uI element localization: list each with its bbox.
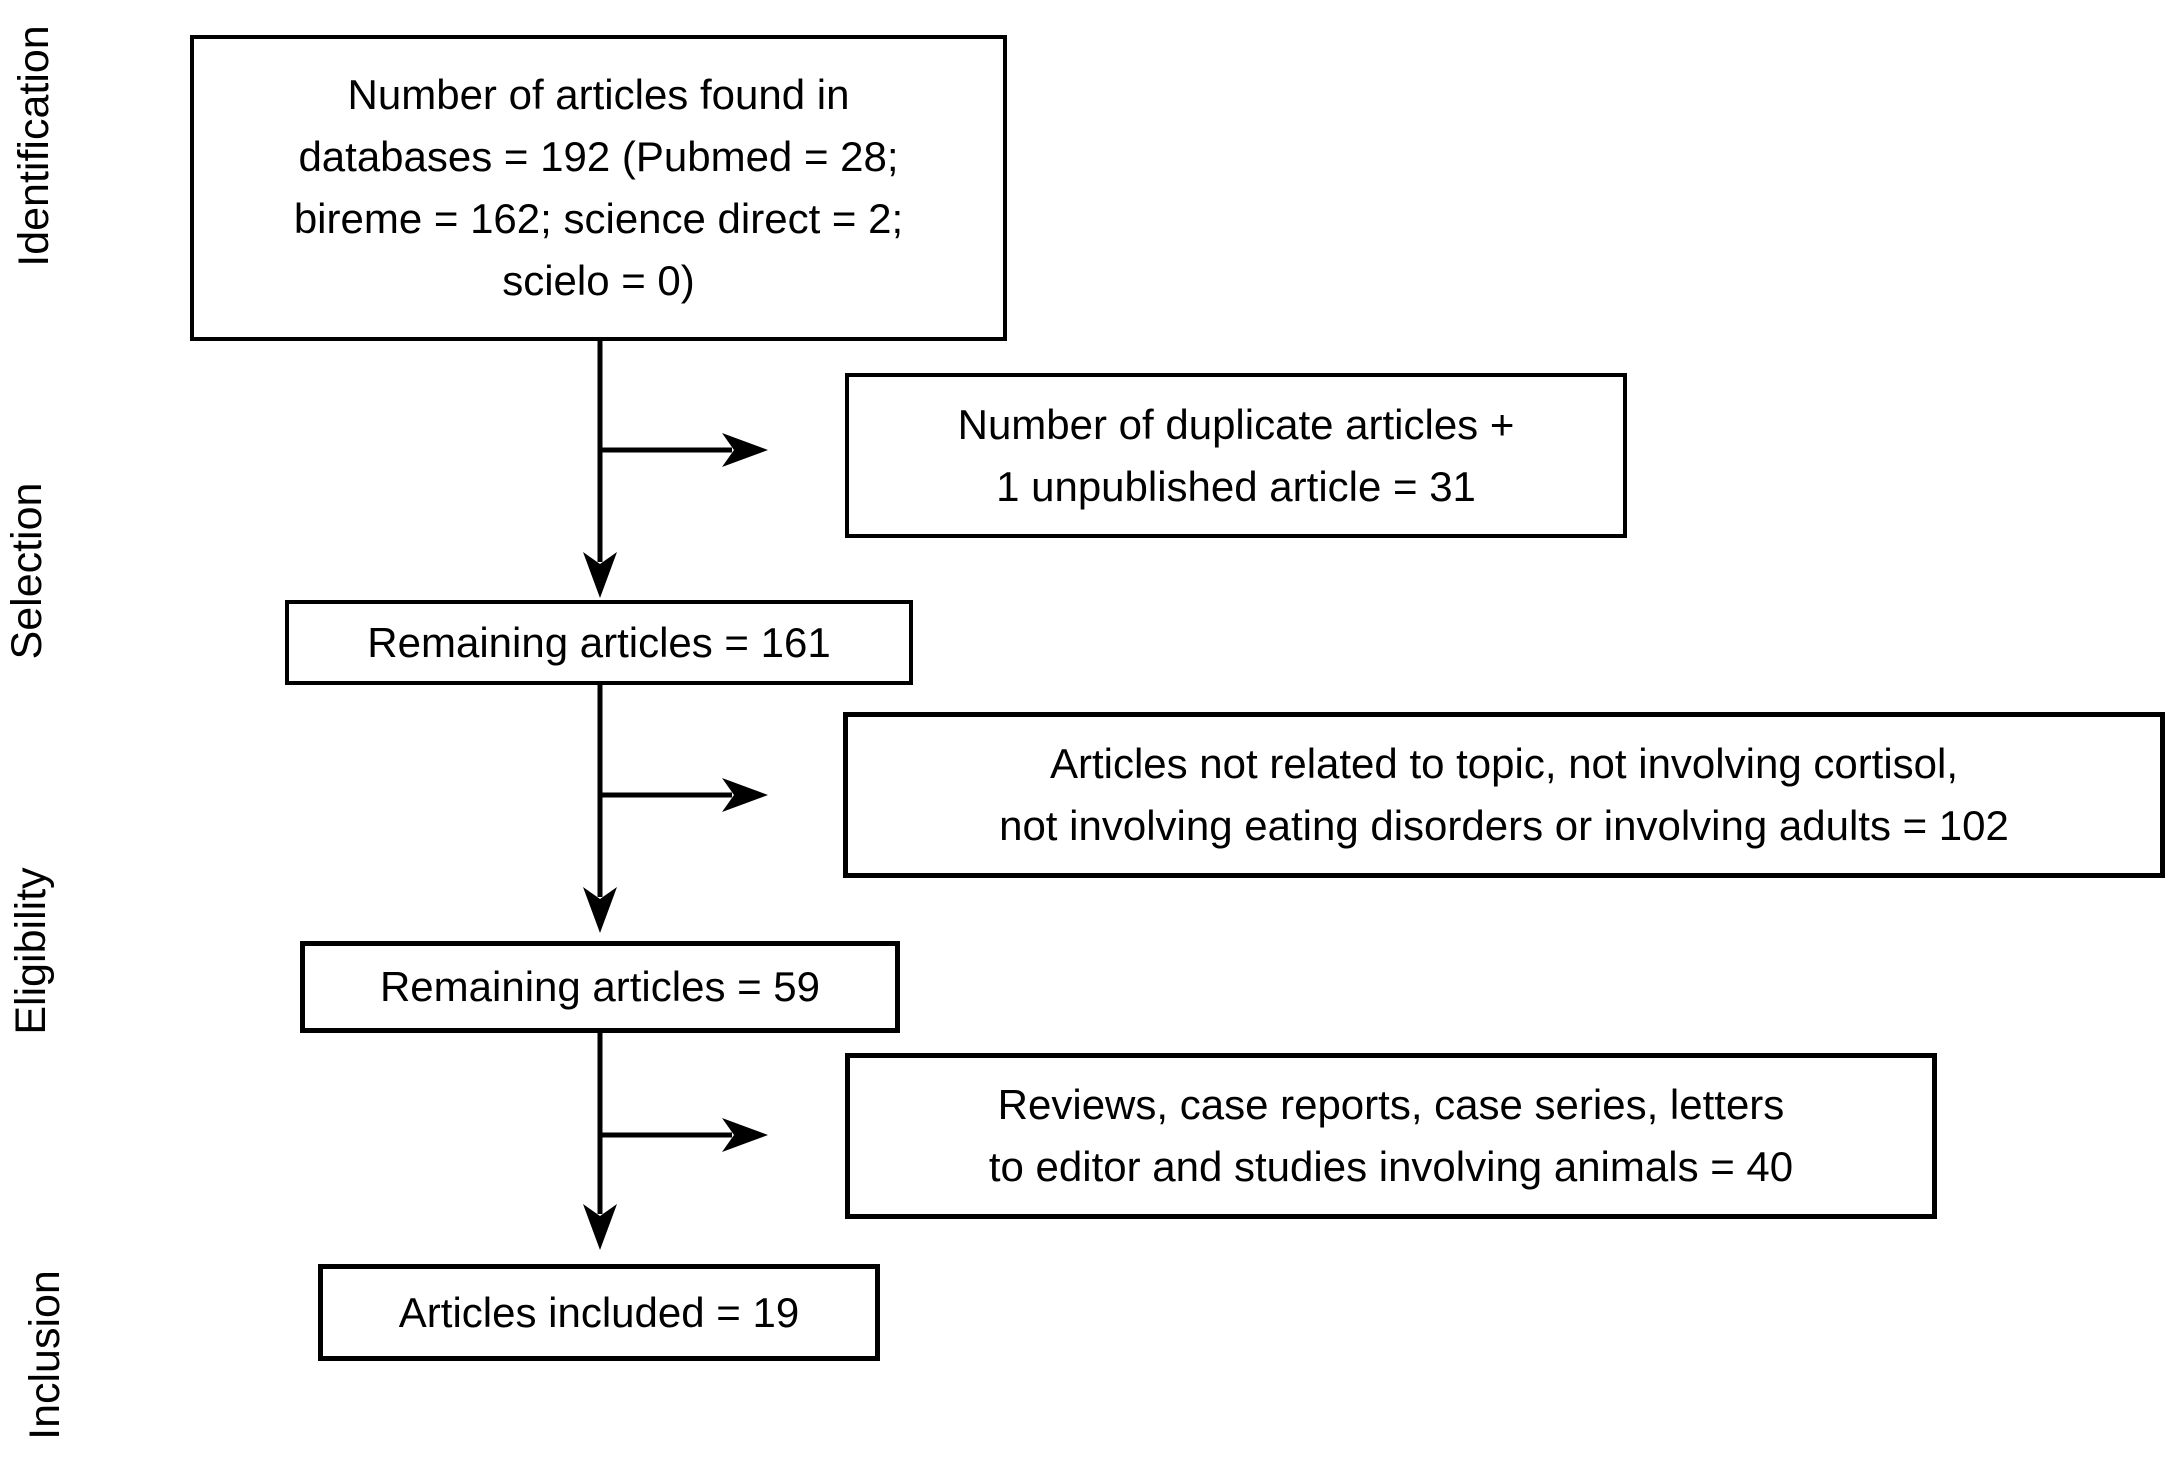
stage-label-inclusion: Inclusion — [21, 1270, 69, 1440]
arrow-found-to-remaining161-head — [583, 552, 617, 598]
arrow-remaining59-to-included-head — [583, 1204, 617, 1250]
stage-label-selection: Selection — [3, 482, 51, 660]
stage-label-identification: Identification — [10, 25, 58, 267]
box-articles-found: Number of articles found in databases = … — [190, 35, 1007, 341]
arrow-branch-duplicates-head — [722, 433, 768, 467]
box-articles-included: Articles included = 19 — [318, 1264, 880, 1361]
stage-label-eligibility: Eligibility — [7, 867, 55, 1035]
arrow-remaining161-to-remaining59-head — [583, 887, 617, 933]
box-remaining-after-eligibility: Remaining articles = 59 — [300, 941, 900, 1033]
box-duplicates-removed: Number of duplicate articles + 1 unpubli… — [845, 373, 1627, 538]
arrow-branch-notrelated-head — [722, 778, 768, 812]
box-excluded-not-related: Articles not related to topic, not invol… — [843, 712, 2165, 878]
box-remaining-after-selection: Remaining articles = 161 — [285, 600, 913, 685]
arrow-branch-reviews-head — [722, 1118, 768, 1152]
box-excluded-reviews: Reviews, case reports, case series, lett… — [845, 1053, 1937, 1219]
